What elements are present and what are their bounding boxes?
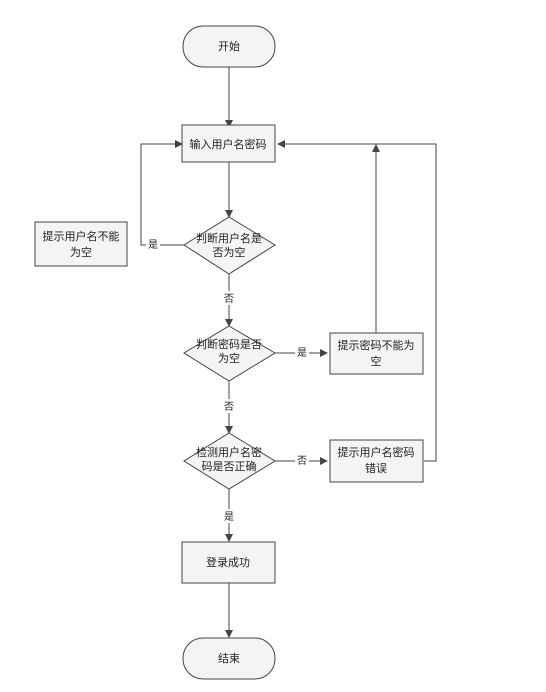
node-check-credentials-line2: 码是否正确 (202, 460, 257, 473)
node-prompt-pwd-empty-line1: 提示密码不能为 (338, 338, 415, 352)
node-check-credentials-line1: 检测用户名密 (196, 445, 262, 459)
node-prompt-wrong-line2: 错误 (365, 461, 387, 475)
node-input: 输入用户名密码 (181, 124, 276, 163)
label-user-empty-yes: 是 (148, 239, 158, 251)
node-prompt-user-empty-line2: 为空 (70, 245, 92, 259)
node-prompt-pwd-empty: 提示密码不能为 空 (329, 332, 424, 375)
edge-prompt-wrong-back (277, 140, 437, 462)
node-end-label: 结束 (218, 652, 240, 665)
node-prompt-user-empty: 提示用户名不能 为空 (34, 221, 128, 267)
node-check-pwd-empty: 判断密码是否 为空 (183, 325, 276, 382)
node-check-user-empty-line2: 否为空 (213, 245, 246, 259)
node-start-label: 开始 (218, 39, 240, 53)
node-login-success-label: 登录成功 (206, 555, 250, 569)
node-input-label: 输入用户名密码 (190, 137, 267, 151)
label-cred-ok: 是 (224, 511, 234, 523)
node-check-user-empty-line1: 判断用户名是 (196, 231, 262, 245)
node-login-success: 登录成功 (181, 541, 276, 584)
node-check-user-empty: 判断用户名是 否为空 (183, 216, 276, 275)
label-cred-wrong: 否 (297, 455, 307, 467)
node-end: 结束 (182, 637, 276, 680)
node-check-pwd-empty-line2: 为空 (218, 351, 240, 365)
node-prompt-pwd-empty-line2: 空 (371, 354, 382, 368)
label-pwd-empty-no: 否 (224, 401, 234, 413)
label-user-empty-no: 否 (224, 293, 234, 305)
node-start: 开始 (182, 25, 276, 68)
node-prompt-wrong: 提示用户名密码 错误 (329, 439, 424, 483)
edge-user-empty-yes (140, 140, 184, 246)
node-prompt-user-empty-line1: 提示用户名不能 (43, 229, 120, 243)
node-check-pwd-empty-line1: 判断密码是否 (196, 337, 262, 351)
node-prompt-wrong-line1: 提示用户名密码 (338, 445, 415, 459)
node-check-credentials: 检测用户名密 码是否正确 (183, 432, 276, 490)
edge-labels: 是 否 是 否 否 是 (146, 237, 309, 523)
label-pwd-empty-yes: 是 (297, 347, 307, 359)
